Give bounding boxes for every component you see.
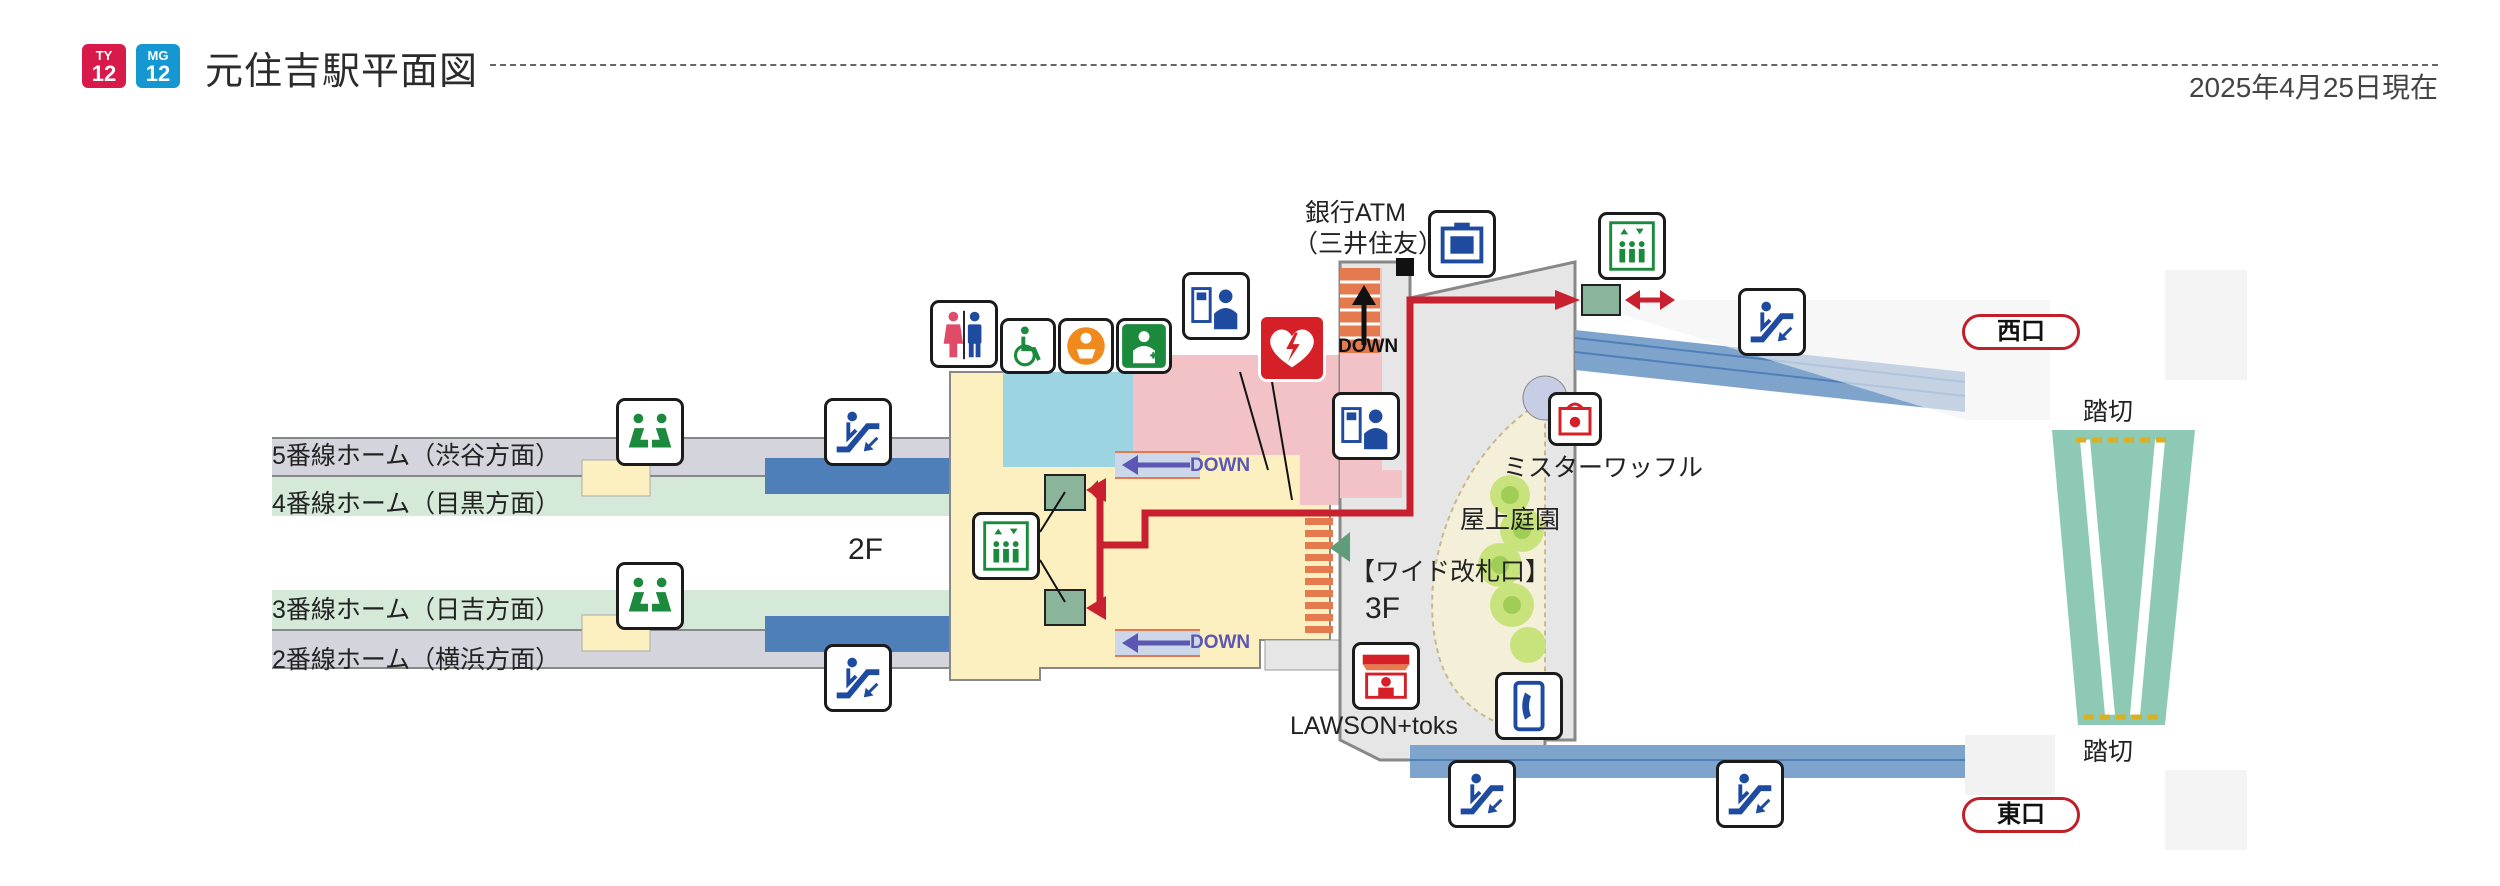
- waiting-room-icon-lower: [616, 562, 684, 630]
- baby-care-icon: [1058, 318, 1114, 374]
- railway-crossing: [2052, 430, 2195, 725]
- escalator-icon-p5: [824, 398, 892, 466]
- waffle-shop-label: ミスターワッフル: [1503, 454, 1704, 482]
- telephone-icon: [1495, 672, 1563, 740]
- rooftop-garden-label: 屋上庭園: [1460, 506, 1561, 534]
- aed-icon: [1258, 314, 1326, 382]
- restroom-icon: [930, 300, 998, 368]
- platform-5-label: 5番線ホーム（渋谷方面）: [272, 442, 561, 470]
- crossing-label-south: 踏切: [2083, 738, 2134, 766]
- waiting-room-icon-upper: [616, 398, 684, 466]
- stairs-ticket-gate: [1305, 518, 1333, 633]
- platform-3-label: 3番線ホーム（日吉方面）: [272, 596, 561, 624]
- escalator-icon-east-1: [1448, 760, 1516, 828]
- wide-gate-label: 【ワイド改札口】: [1350, 558, 1551, 586]
- header-divider: [490, 64, 2438, 66]
- restroom-area: [1003, 372, 1133, 467]
- fare-adjustment-icon: [1332, 392, 1400, 460]
- crossing-label-north: 踏切: [2083, 398, 2134, 426]
- floor-3f-label: 3F: [1365, 592, 1401, 625]
- escalator-down-upper-label: DOWN: [1190, 455, 1251, 476]
- atm-bank-label: （三井住友）: [1293, 230, 1444, 258]
- platform-2-label: 2番線ホーム（横浜方面）: [272, 646, 561, 674]
- locker-icon: [1428, 210, 1496, 278]
- east-walkway: [1410, 745, 1965, 778]
- stairs-down-label: DOWN: [1338, 336, 1399, 357]
- lawson-label: LAWSON+toks: [1290, 712, 1458, 740]
- ticket-machine-icon: [1182, 272, 1250, 340]
- as-of-date: 2025年4月25日現在: [2188, 72, 2438, 103]
- west-exit[interactable]: 西口: [1962, 314, 2080, 350]
- restroom-pink-area: [1133, 355, 1350, 505]
- floor-2f-label: 2F: [848, 533, 884, 566]
- elevator-icon-west: [1598, 212, 1666, 280]
- east-exit[interactable]: 東口: [1962, 797, 2080, 833]
- atm-label: 銀行ATM: [1305, 199, 1406, 227]
- west-walkway: [1575, 330, 1965, 412]
- line-badge-ty: TY 12: [82, 44, 126, 88]
- ostomate-icon: [1116, 318, 1172, 374]
- escalator-icon-east-2: [1716, 760, 1784, 828]
- escalator-icon-west: [1738, 288, 1806, 356]
- escalator-icon-p2: [824, 644, 892, 712]
- elevator-icon-2f: [972, 512, 1040, 580]
- waffle-shop-icon: [1548, 392, 1602, 446]
- platform-4-label: 4番線ホーム（目黒方面）: [272, 490, 561, 518]
- accessible-restroom-icon: [1000, 318, 1056, 374]
- shop-icon: [1352, 642, 1420, 710]
- line-badge-mg: MG 12: [136, 44, 180, 88]
- page-title: 元住吉駅平面図: [205, 51, 479, 93]
- escalator-down-lower-label: DOWN: [1190, 632, 1251, 653]
